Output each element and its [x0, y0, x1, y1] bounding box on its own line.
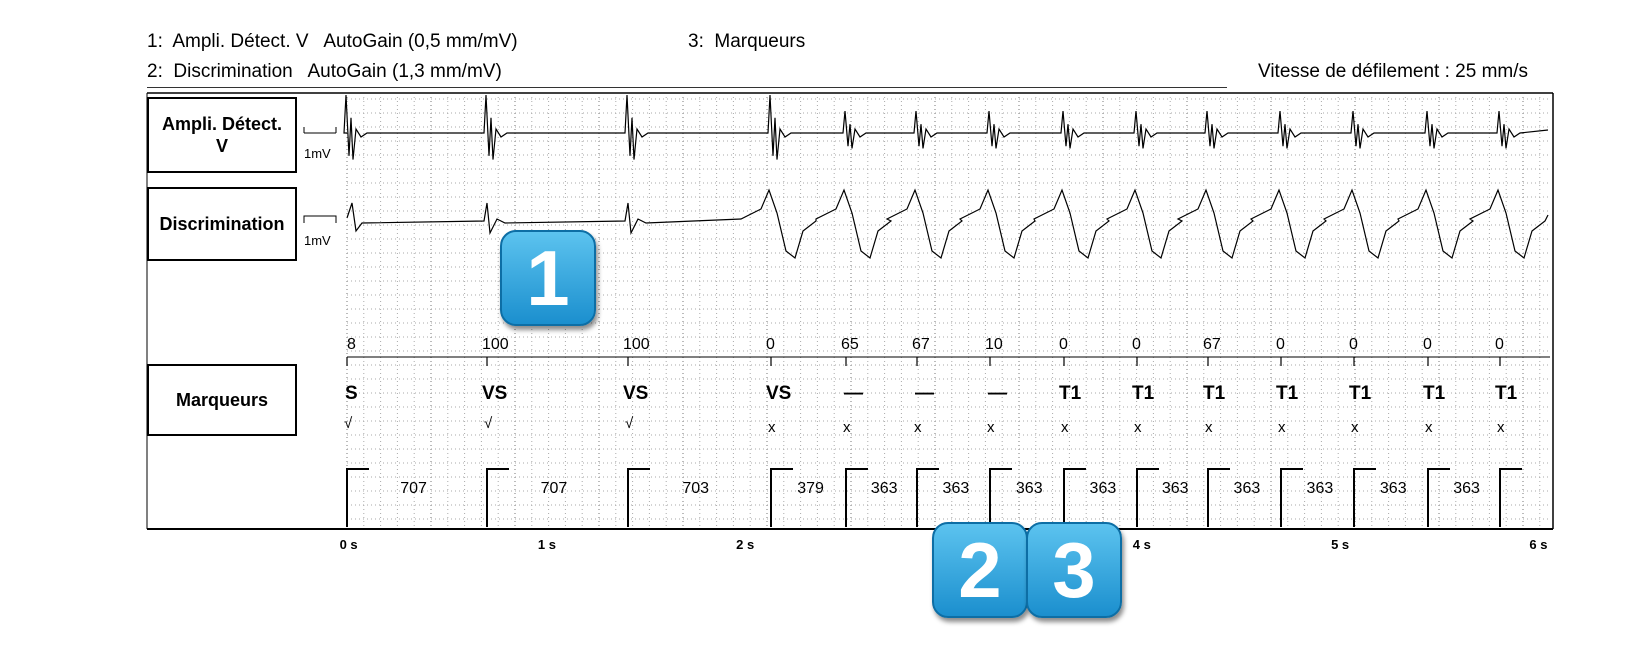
- interval-value: 363: [1234, 480, 1261, 497]
- interval-marker: [1063, 468, 1086, 527]
- interval-marker: [989, 468, 1012, 527]
- interval-value: 363: [1380, 480, 1407, 497]
- marker-label: T1: [1349, 383, 1372, 404]
- marker-classification: x: [1278, 419, 1286, 436]
- callout-badge-2: 2: [932, 522, 1028, 618]
- interval-value: 363: [1162, 480, 1189, 497]
- channel-label-ampli: Ampli. Détect. V: [147, 97, 297, 173]
- marker-value: 8: [347, 336, 356, 353]
- header-channel-1: 1: Ampli. Détect. V AutoGain (0,5 mm/mV): [147, 31, 518, 52]
- marker-label: S: [345, 383, 358, 404]
- calibration-1mv-ch2: 1mV: [304, 233, 331, 248]
- marker-value: 0: [766, 336, 775, 353]
- interval-value: 363: [1453, 480, 1480, 497]
- trace-discrimination: [346, 188, 1549, 260]
- marker-classification: x: [768, 419, 776, 436]
- calibration-1mv-ch1: 1mV: [304, 146, 331, 161]
- interval-marker: [1136, 468, 1159, 527]
- interval-marker: [1353, 468, 1376, 527]
- marker-value: 100: [623, 336, 650, 353]
- callout-badge-3: 3: [1026, 522, 1122, 618]
- marker-classification: √: [625, 415, 634, 432]
- interval-marker: [1499, 468, 1522, 527]
- calibration-pulse-ch2: [303, 215, 337, 223]
- time-axis-label: 6 s: [1529, 537, 1548, 552]
- marker-label: VS: [766, 383, 791, 404]
- interval-value: 363: [1307, 480, 1334, 497]
- time-axis-label: 5 s: [1331, 537, 1350, 552]
- marker-value: 0: [1276, 336, 1285, 353]
- marker-value: 65: [841, 336, 859, 353]
- marker-classification: x: [914, 419, 922, 436]
- marker-label: VS: [482, 383, 507, 404]
- interval-marker: [486, 468, 509, 527]
- time-axis-label: 4 s: [1132, 537, 1151, 552]
- callout-badge-1: 1: [500, 230, 596, 326]
- marker-value: 67: [1203, 336, 1221, 353]
- header-channel-2: 2: Discrimination AutoGain (1,3 mm/mV): [147, 61, 502, 82]
- marker-value: 0: [1495, 336, 1504, 353]
- marker-classification: x: [1425, 419, 1433, 436]
- interval-value: 707: [541, 480, 568, 497]
- calibration-pulse-ch1: [303, 127, 337, 134]
- marker-classification: x: [1205, 419, 1213, 436]
- marker-classification: x: [843, 419, 851, 436]
- interval-value: 703: [682, 480, 709, 497]
- marker-label: T1: [1203, 383, 1226, 404]
- marker-value: 0: [1423, 336, 1432, 353]
- marker-value: 67: [912, 336, 930, 353]
- marker-classification: x: [1061, 419, 1069, 436]
- channel-label-marqueurs-text: Marqueurs: [175, 390, 269, 410]
- channel-label-ampli-text: Ampli. Détect. V: [161, 114, 283, 156]
- interval-marker: [1427, 468, 1450, 527]
- marker-value: 100: [482, 336, 509, 353]
- time-axis-label: 0 s: [339, 537, 358, 552]
- marker-label: T1: [1276, 383, 1299, 404]
- time-axis-label: 2 s: [736, 537, 755, 552]
- header-divider: [147, 87, 1227, 88]
- interval-marker: [845, 468, 868, 527]
- interval-marker: [770, 468, 793, 527]
- marker-classification: x: [987, 419, 995, 436]
- marker-label: VS: [623, 383, 648, 404]
- marker-value: 0: [1132, 336, 1141, 353]
- interval-value: 707: [400, 480, 427, 497]
- marker-label: T1: [1495, 383, 1518, 404]
- channel-label-discrimination-text: Discrimination: [159, 214, 285, 234]
- marker-label: —: [988, 383, 1007, 404]
- channel-label-discrimination: Discrimination: [147, 187, 297, 261]
- interval-marker: [346, 468, 369, 527]
- channel-label-marqueurs: Marqueurs: [147, 364, 297, 436]
- marker-value: 10: [985, 336, 1003, 353]
- marker-classification: x: [1351, 419, 1359, 436]
- marker-classification: √: [484, 415, 493, 432]
- marker-label: T1: [1423, 383, 1446, 404]
- marker-label: T1: [1132, 383, 1155, 404]
- marker-classification: x: [1497, 419, 1505, 436]
- interval-marker: [627, 468, 650, 527]
- time-axis-label: 1 s: [537, 537, 556, 552]
- marker-value: 0: [1059, 336, 1068, 353]
- interval-value: 363: [871, 480, 898, 497]
- interval-value: 363: [943, 480, 970, 497]
- interval-value: 363: [1090, 480, 1117, 497]
- scroll-speed-label: Vitesse de défilement : 25 mm/s: [1258, 61, 1528, 82]
- interval-marker: [916, 468, 939, 527]
- marker-label: —: [844, 383, 863, 404]
- marker-label: T1: [1059, 383, 1082, 404]
- marker-classification: √: [344, 415, 353, 432]
- interval-value: 363: [1016, 480, 1043, 497]
- marker-label: —: [915, 383, 934, 404]
- interval-marker: [1207, 468, 1230, 527]
- trace-ampli-detect-v: [343, 94, 1549, 160]
- header-channel-3: 3: Marqueurs: [688, 31, 806, 52]
- interval-marker: [1280, 468, 1303, 527]
- interval-value: 379: [797, 480, 824, 497]
- marker-classification: x: [1134, 419, 1142, 436]
- marker-value: 0: [1349, 336, 1358, 353]
